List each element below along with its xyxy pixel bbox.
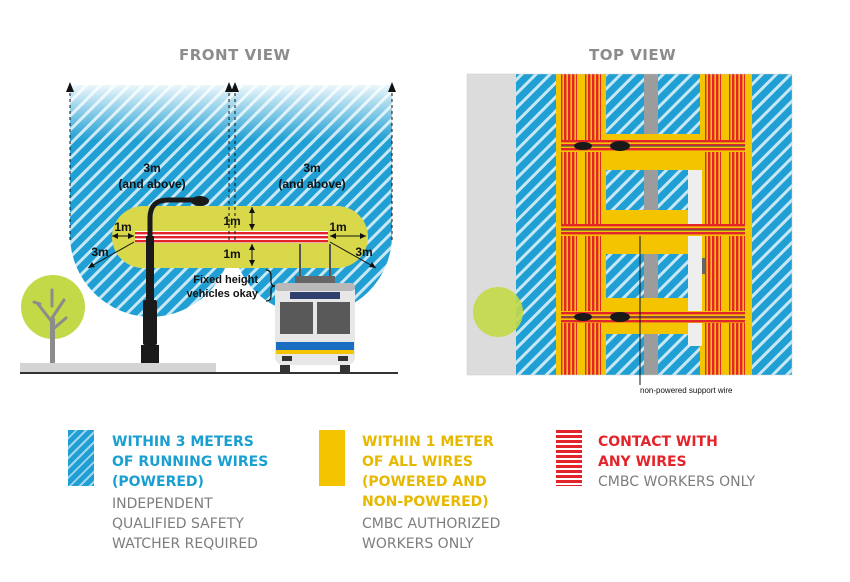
legend-swatch-contact xyxy=(556,430,582,486)
label-3m-right: 3m xyxy=(303,161,320,175)
legend-body-contact: CMBC WORKERS ONLY xyxy=(598,474,756,490)
fixed-height-line2: vehicles okay xyxy=(186,288,258,300)
label-3m-side-left: 3m xyxy=(91,245,108,259)
legend-swatch-powered xyxy=(68,430,94,486)
label-1m-left: 1m xyxy=(114,220,131,234)
sidewalk xyxy=(20,363,216,373)
legend-body-all-wires: CMBC AUTHORIZED WORKERS ONLY xyxy=(362,516,501,552)
label-3m-left: 3m xyxy=(143,161,160,175)
legend-title-contact: CONTACT WITH ANY WIRES xyxy=(598,434,718,470)
top-view-title: TOP VIEW xyxy=(589,46,677,64)
legend-title-all-wires: WITHIN 1 METER OF ALL WIRES (POWERED AND… xyxy=(362,434,494,510)
label-1m-bottom: 1m xyxy=(223,247,240,261)
trolley-bus-icon xyxy=(275,244,355,374)
legend-title-powered: WITHIN 3 METERS OF RUNNING WIRES (POWERE… xyxy=(112,434,269,490)
tree-icon xyxy=(21,275,85,363)
label-3m-side-right: 3m xyxy=(355,245,372,259)
label-and-above-right: (and above) xyxy=(278,177,345,191)
fixed-height-line1: Fixed height xyxy=(193,274,258,286)
front-view-title: FRONT VIEW xyxy=(179,46,291,64)
legend-body-powered: INDEPENDENT QUALIFIED SAFETY WATCHER REQ… xyxy=(112,496,258,552)
street-lamp-icon xyxy=(141,196,209,363)
legend-swatch-all-wires xyxy=(319,430,345,486)
label-1m-right: 1m xyxy=(329,220,346,234)
label-and-above-left: (and above) xyxy=(118,177,185,191)
label-1m-top: 1m xyxy=(223,214,240,228)
upward-arrows xyxy=(69,90,393,240)
